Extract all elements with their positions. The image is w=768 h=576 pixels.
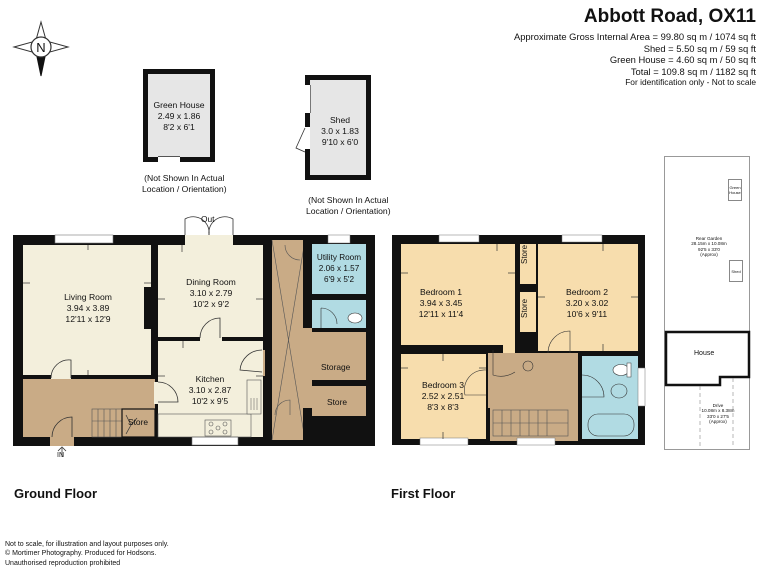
drive-label: Drive 10.08m x 8.38m 33'0 x 27'5 (Approx… (701, 403, 735, 425)
area-summary: Approximate Gross Internal Area = 99.80 … (514, 31, 756, 89)
dining-room-label: Dining Room 3.10 x 2.79 10'2 x 9'2 (186, 277, 236, 309)
green-house-label: Green House 2.49 x 1.86 8'2 x 6'1 (153, 100, 205, 132)
site-shed: Shed (729, 260, 743, 282)
shed-door-icon (295, 127, 306, 153)
shed-outbuilding (305, 75, 371, 180)
disclaimer: Not to scale, for illustration and layou… (5, 541, 169, 567)
storage-label: Storage (321, 362, 351, 372)
area-total: Total = 109.8 sq m / 1182 sq ft (630, 65, 756, 77)
upper-store-label: Store (520, 244, 529, 264)
compass-north-icon: N (12, 20, 70, 77)
site-green-house: Green House (728, 179, 742, 201)
area-green-house: Green House = 4.60 sq m / 50 sq ft (609, 54, 756, 66)
site-house-label: House (694, 350, 715, 357)
identification-note: For identification only - Not to scale (625, 77, 756, 88)
out-label: Out (201, 214, 215, 224)
compass-label: N (36, 40, 45, 55)
property-title: Abbott Road, OX11 (583, 6, 756, 27)
living-room-label: Living Room 3.94 x 3.89 12'11 x 12'9 (64, 292, 112, 324)
ground-floor-plan (13, 216, 375, 457)
kitchen-label: Kitchen 3.10 x 2.87 10'2 x 9'5 (188, 374, 232, 406)
bedroom-1-label: Bedroom 1 3.94 x 3.45 12'11 x 11'4 (418, 287, 464, 319)
utility-room-label: Utility Room 2.06 x 1.57 6'9 x 5'2 (316, 253, 362, 284)
site-plan (664, 156, 750, 450)
site-house-outline (664, 330, 751, 448)
area-shed: Shed = 5.50 sq m / 59 sq ft (643, 42, 756, 54)
lower-store-label: Store (520, 298, 529, 318)
ground-floor-label: Ground Floor (14, 486, 98, 501)
first-floor-label: First Floor (391, 486, 456, 501)
bedroom-2-label: Bedroom 2 3.20 x 3.02 10'6 x 9'11 (565, 287, 609, 319)
shed-label: Shed 3.0 x 1.83 9'10 x 6'0 (321, 115, 359, 147)
green-house-outbuilding (143, 69, 215, 162)
side-store-label: Store (327, 397, 348, 407)
hall-store-label: Store (128, 417, 149, 427)
rear-garden-label: Rear Garden 28.15m x 10.08m 92'5 x 33'0 … (691, 236, 727, 258)
entrance-label: IN (57, 452, 64, 459)
shed-caption: (Not Shown In Actual Location / Orientat… (306, 195, 391, 216)
area-gross-internal: Approximate Gross Internal Area = 99.80 … (513, 31, 756, 42)
green-house-caption: (Not Shown In Actual Location / Orientat… (142, 173, 227, 194)
first-floor-plan (392, 234, 646, 446)
bedroom-3-label: Bedroom 3 2.52 x 2.51 8'3 x 8'3 (421, 380, 465, 412)
